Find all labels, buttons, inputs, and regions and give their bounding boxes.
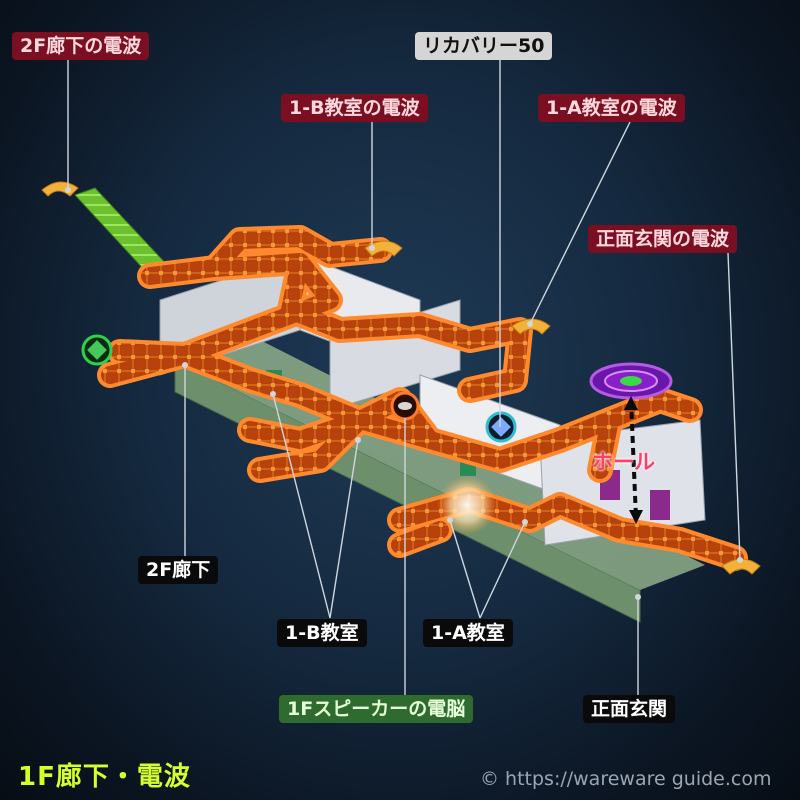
speaker-brain-glow xyxy=(437,475,497,535)
hall-warp-icon[interactable] xyxy=(589,362,673,400)
label-room-1b: 1-B教室 xyxy=(277,619,367,647)
hall-label: ホール xyxy=(592,450,655,474)
label-wave-2f-corridor: 2F廊下の電波 xyxy=(12,32,150,60)
label-speaker-brain: 1Fスピーカーの電脳 xyxy=(279,695,474,723)
hall-arrow-up-icon xyxy=(624,396,638,410)
hall-path-arrow xyxy=(629,399,638,519)
label-entrance: 正面玄関 xyxy=(583,695,676,723)
label-corridor-2f: 2F廊下 xyxy=(138,556,219,584)
label-wave-1b-room: 1-B教室の電波 xyxy=(281,94,428,122)
leader-lines xyxy=(67,60,741,695)
copyright: © https://wareware guide.com xyxy=(480,768,772,790)
ramp-to-2f xyxy=(41,181,171,277)
label-wave-entrance: 正面玄関の電波 xyxy=(588,225,738,253)
label-room-1a: 1-A教室 xyxy=(423,619,513,647)
area-title: 1F廊下・電波 xyxy=(18,762,191,792)
label-recovery: リカバリー50 xyxy=(415,32,553,60)
green-cube-icon[interactable] xyxy=(81,334,113,366)
leader-dots xyxy=(65,187,743,600)
label-wave-1a-room: 1-A教室の電波 xyxy=(538,94,685,122)
blue-cube-icon[interactable] xyxy=(485,411,517,443)
speaker-brain-icon[interactable] xyxy=(390,391,420,421)
hall-arrow-down-icon xyxy=(629,510,643,524)
